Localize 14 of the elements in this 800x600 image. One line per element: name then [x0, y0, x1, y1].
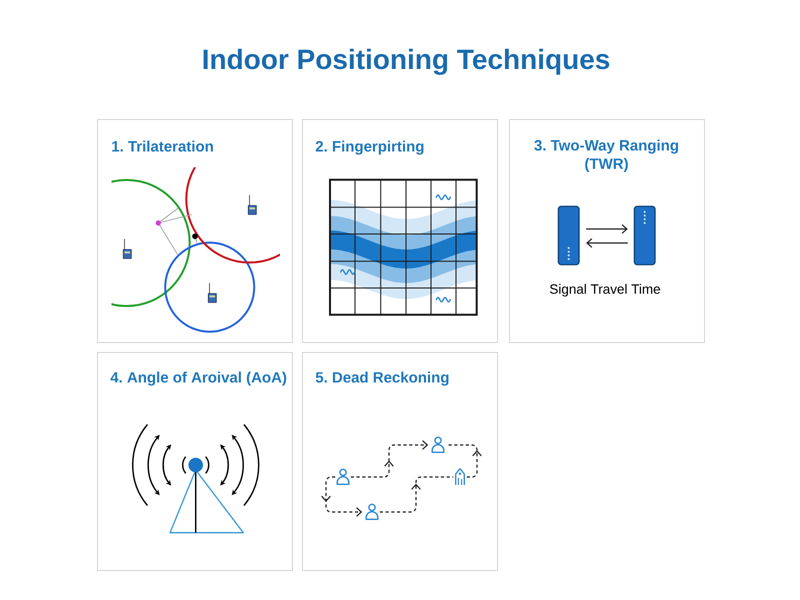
arrow	[350, 440, 428, 478]
person-icon	[366, 504, 378, 520]
arrow	[586, 224, 628, 234]
person-icon	[336, 468, 350, 485]
device-icon	[634, 206, 656, 266]
title: Indoor Positioning Techniques	[204, 48, 610, 75]
arrow	[321, 476, 362, 517]
caption: Signal Travel Time	[550, 284, 660, 296]
building-icon	[455, 468, 465, 485]
person-icon	[432, 436, 444, 453]
device-icon	[558, 206, 580, 266]
panel: 4. Angle of Aroival (AoA)	[97, 352, 293, 571]
panel: 5. Dead Reckoning	[302, 352, 498, 571]
arrow	[586, 238, 628, 248]
